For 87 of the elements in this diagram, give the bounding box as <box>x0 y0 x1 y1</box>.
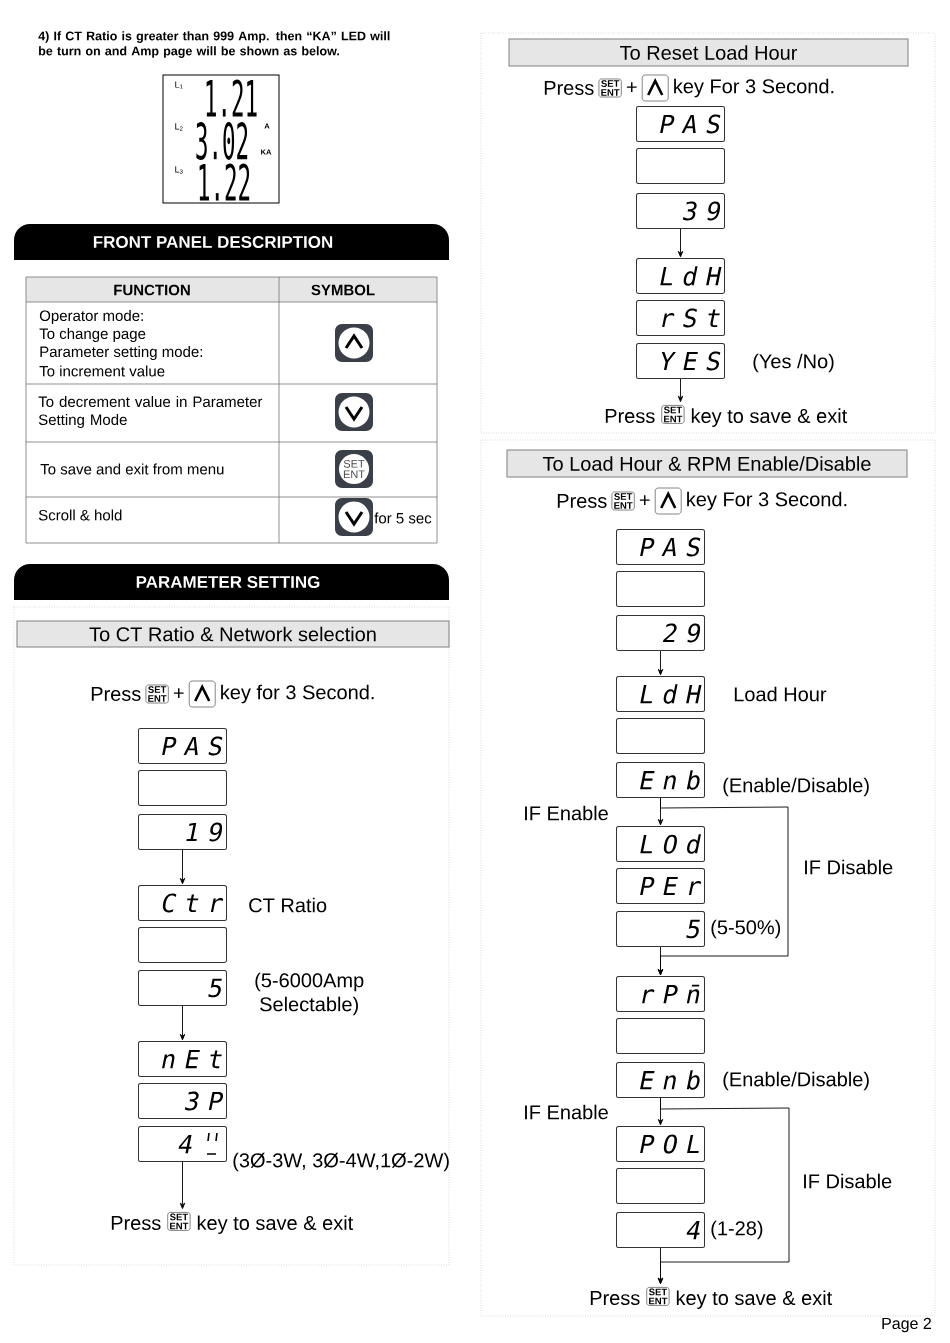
display-box: 4 <box>138 1126 227 1162</box>
display-box: 5 <box>616 911 705 947</box>
cell-text: To increment value <box>39 365 165 377</box>
note-text: (Yes /No) <box>753 353 834 373</box>
section-band: PARAMETER SETTING <box>14 564 449 600</box>
display-box: C t r <box>138 885 227 921</box>
segment-digits: 1.22 <box>199 163 250 201</box>
display-box <box>616 571 705 607</box>
segment-digits: 3.02 <box>196 122 248 160</box>
display-box <box>616 1018 705 1054</box>
display-box: L d H <box>636 258 725 294</box>
note-text: (Enable/Disable) <box>723 777 869 797</box>
edge-label: IF Disable <box>802 858 895 876</box>
section-heading: To Reset Load Hour <box>508 38 909 67</box>
instruction-text: key for 3 Second. <box>221 684 374 704</box>
display-box: 1 9 <box>138 814 227 850</box>
display-box: L O d <box>616 826 705 862</box>
instruction-text: key For 3 Second. <box>687 491 847 511</box>
note-text: (5-50%) <box>711 919 781 939</box>
note-text: Load Hour <box>734 686 827 702</box>
section-heading: To Load Hour & RPM Enable/Disable <box>506 449 908 478</box>
display-box: n E t <box>138 1041 227 1077</box>
display-box: P E r <box>616 868 705 904</box>
edge-label: IF Enable <box>522 804 610 822</box>
instruction-text: Press <box>557 494 607 508</box>
display-box <box>138 927 227 963</box>
note-text: CT Ratio <box>249 897 327 913</box>
cell-text: Parameter setting mode: <box>40 346 203 360</box>
display-box: 3 9 <box>636 193 725 229</box>
display-box: Y E S <box>636 343 725 379</box>
set-enter-key: SET ENT <box>145 684 169 704</box>
phase-label: L$_{2}$ <box>175 123 183 131</box>
arrow <box>179 1161 186 1210</box>
arrow <box>179 1005 186 1041</box>
display-box <box>636 148 725 184</box>
set-enter-key: SET ENT <box>335 450 373 488</box>
cell-text: for 5 sec <box>374 512 432 524</box>
display-box: P O L <box>616 1126 705 1162</box>
note-text: (5-6000Amp Selectable) <box>255 972 364 1016</box>
plus-sign: + <box>626 82 637 92</box>
arrow <box>657 1247 664 1285</box>
edge-label: IF Disable <box>801 1172 894 1190</box>
cell-text: To change page <box>39 328 146 342</box>
cell-text: Scroll & hold <box>38 509 122 521</box>
arrow <box>657 650 664 676</box>
section-heading: To CT Ratio & Network selection <box>16 620 450 648</box>
instruction-text: Press <box>91 687 141 701</box>
cell-text: To save and exit from menu <box>40 463 224 475</box>
display-box: P A S <box>138 728 227 764</box>
display-box: 3 P <box>138 1083 227 1119</box>
display-box: P A S <box>636 106 725 142</box>
arrow <box>657 946 664 976</box>
segment-digits: 1.21 <box>206 79 257 117</box>
display-box: 2 9 <box>616 615 705 651</box>
set-enter-key: SET ENT <box>598 78 622 98</box>
cell-text: Operator mode: <box>39 310 143 324</box>
column-header: SYMBOL <box>311 284 375 296</box>
note-text: (Enable/Disable) <box>723 1071 869 1091</box>
arrow <box>179 849 186 885</box>
instruction-text: Press <box>544 81 594 95</box>
plus-sign: + <box>173 688 184 698</box>
display-box <box>138 770 227 806</box>
display-box <box>616 1168 705 1204</box>
phase-label: L$_{1}$ <box>175 81 183 89</box>
set-enter-key: SET ENT <box>611 491 635 511</box>
display-box: 5 <box>138 970 227 1006</box>
display-box: P A S <box>616 529 705 565</box>
display-box: E n b <box>616 1062 705 1098</box>
display-box: 4 <box>616 1212 705 1248</box>
column-header: FUNCTION <box>114 284 190 296</box>
arrow <box>677 378 684 403</box>
display-box <box>616 718 705 754</box>
cell-text: To decrement value in Parameter Setting Mode <box>38 396 263 428</box>
section-band: FRONT PANEL DESCRIPTION <box>14 224 449 260</box>
display-box: E n b <box>616 762 705 798</box>
note-text: (3Ø-3W, 3Ø-4W,1Ø-2W) <box>233 1152 449 1172</box>
page-number: Page 2 <box>882 1317 931 1333</box>
display-box: L d H <box>616 676 705 712</box>
display-box: r S t <box>636 300 725 336</box>
arrow <box>677 228 684 258</box>
display-box: r P n̄ <box>616 976 705 1012</box>
plus-sign: + <box>639 495 650 505</box>
note-text: 4) If CT Ratio is greater than 999 Amp. then “KA” LED will be turn on and Amp page will be shown as below. <box>38 31 390 58</box>
edge-label: IF Enable <box>522 1103 610 1121</box>
instruction-text: key For 3 Second. <box>674 78 834 98</box>
phase-label: L$_{3}$ <box>175 166 183 174</box>
note-text: (1-28) <box>711 1220 763 1240</box>
